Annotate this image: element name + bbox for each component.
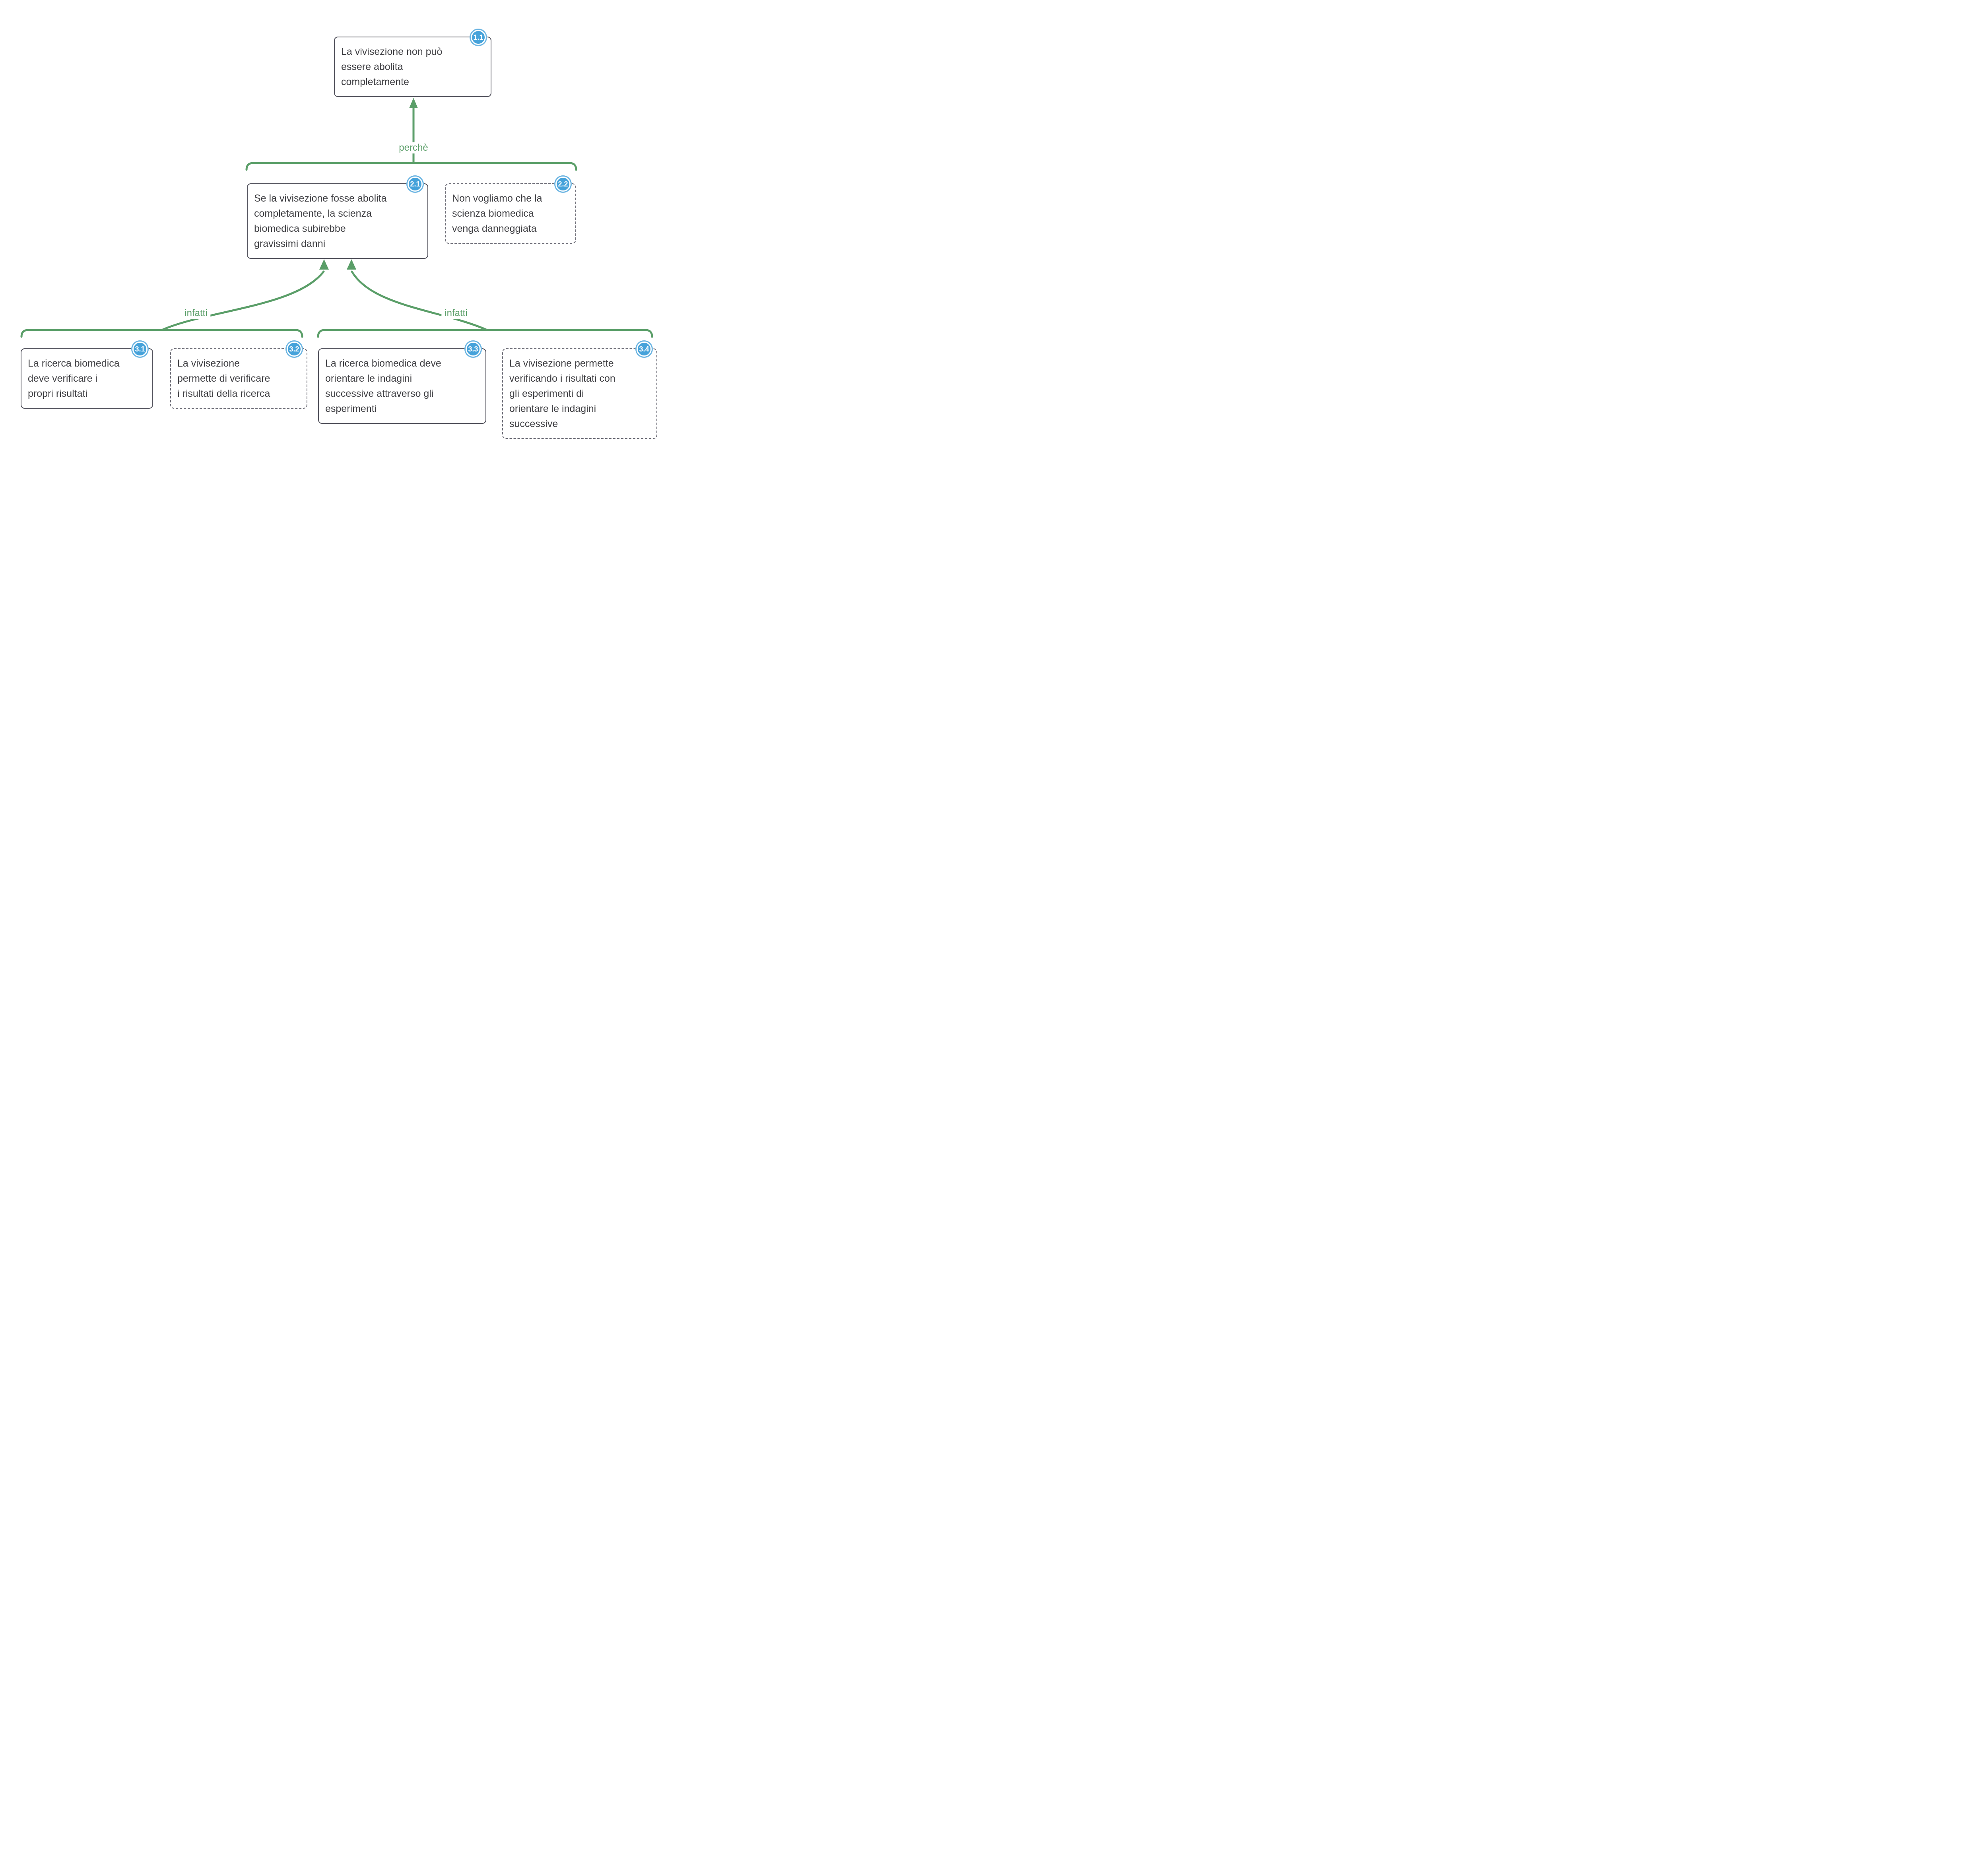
node-2-2-badge: 2.2 (555, 177, 571, 192)
bracket-right (317, 329, 653, 338)
bracket-top (245, 162, 577, 171)
bracket-left (20, 329, 303, 338)
arrow-curve-infatti-right (351, 270, 488, 331)
node-2-1[interactable]: 2.1 Se la vivisezione fosse abolita comp… (247, 177, 428, 259)
node-3-2-text: La vivisezione permette di verificare i … (177, 358, 270, 399)
node-3-4[interactable]: 3.4 La vivisezione permette verificando … (502, 342, 657, 439)
connector-label-infatti-right: infatti (441, 308, 471, 319)
node-3-1-text: La ricerca biomedica deve verificare i p… (28, 358, 120, 399)
node-2-2-text: Non vogliamo che la scienza biomedica ve… (452, 193, 542, 234)
node-3-4-text: La vivisezione permette verificando i ri… (509, 358, 615, 429)
node-3-1[interactable]: 3.1 La ricerca biomedica deve verificare… (21, 342, 153, 409)
arrowhead-perche (409, 98, 418, 108)
connector-lines (20, 98, 653, 338)
node-3-3[interactable]: 3.3 La ricerca biomedica deve orientare … (318, 342, 486, 424)
node-2-1-badge: 2.1 (408, 177, 423, 192)
arrow-curve-infatti-left (161, 270, 325, 331)
node-3-2-badge: 3.2 (287, 342, 302, 357)
arrowhead-infatti-right (347, 259, 356, 270)
node-3-2[interactable]: 3.2 La vivisezione permette di verificar… (170, 342, 307, 409)
node-3-4-badge: 3.4 (637, 342, 652, 357)
argument-map-canvas: perchè infatti infatti 1.1 La vivisezion… (0, 0, 669, 463)
arrowhead-infatti-left (319, 259, 329, 270)
node-3-3-text: La ricerca biomedica deve orientare le i… (325, 358, 441, 414)
connector-label-perche: perchè (396, 142, 431, 153)
node-3-3-badge: 3.3 (466, 342, 481, 357)
connector-label-infatti-left: infatti (181, 308, 211, 319)
node-1-1[interactable]: 1.1 La vivisezione non può essere abolit… (334, 30, 491, 97)
node-2-2[interactable]: 2.2 Non vogliamo che la scienza biomedic… (445, 177, 576, 244)
node-1-1-badge: 1.1 (471, 30, 486, 45)
node-1-1-text: La vivisezione non può essere abolita co… (341, 46, 443, 87)
node-2-1-text: Se la vivisezione fosse abolita completa… (254, 193, 387, 249)
node-3-1-badge: 3.1 (132, 342, 148, 357)
